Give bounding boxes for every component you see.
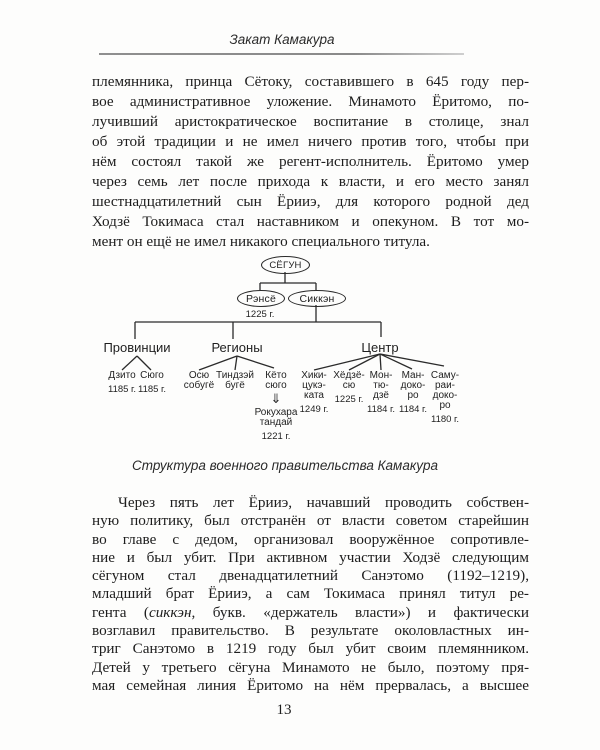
node-mandokoro: Ман- доко- ро 1184 г. (398, 370, 427, 416)
rensho-date: 1225 г. (245, 309, 275, 320)
shikken-node: Сиккэн (288, 290, 346, 307)
header-rule (99, 53, 464, 55)
branch-center: Центр (361, 340, 399, 355)
text-line: триг Санэтомо в 1219 году был убит своим… (92, 640, 529, 658)
text-line: гента (сиккэн, букв. «держатель власти»)… (92, 603, 529, 621)
node-montyudzyo: Мон- тю- дзё 1184 г. (366, 370, 395, 416)
text-line: нём состоял такой же регент-исполнитель.… (92, 153, 529, 170)
rensho-node: Рэнсё (237, 290, 285, 307)
diagram-connector-lines (121, 272, 445, 371)
text-line: младший брат Ёрииэ, а сам Токимаса приня… (92, 585, 529, 603)
text-line: вое административное уложение. Минамото … (92, 93, 529, 110)
paragraph-1: племянника, принца Сётоку, составившего … (92, 72, 529, 252)
text-line: Через пять лет Ёрииэ, начавший проводить… (118, 494, 529, 511)
text-line: ние и был убит. При активном участии Ход… (92, 548, 529, 566)
text-line: во главе с дедом, организовал вооружённо… (92, 530, 529, 548)
text-line: возглавил правительство. В результате ок… (92, 622, 529, 640)
node-kyoto-syugo: Кёто сюго ⇓ Рокухара тандай 1221 г. (250, 371, 302, 443)
text-line: лучивший аристократическое воспитание в … (92, 113, 529, 130)
double-down-arrow-icon: ⇓ (270, 391, 282, 406)
branch-provinces: Провинции (103, 340, 171, 355)
node-dzito: Дзито 1185 г. (107, 370, 136, 396)
diagram-caption: Структура военного правительства Камакур… (132, 458, 438, 473)
text-line: сёгуном стал двенадцатилетний Санэтомо (… (92, 567, 529, 585)
paragraph-2: Через пять лет Ёрииэ, начавший проводить… (92, 494, 529, 695)
node-samuraidokoro: Саму- раи- доко- ро 1180 г. (430, 370, 460, 426)
government-structure-diagram: СЁГУН Рэнсё Сиккэн 1225 г. Провинции Рег… (85, 252, 545, 452)
text-line: Детей у третьего сёгуна Минамото не было… (92, 658, 529, 676)
text-line: Ходзё Токимаса стал наставником и опекун… (92, 213, 529, 230)
shogun-node: СЁГУН (261, 256, 310, 274)
text-line: племянника, принца Сётоку, составившего … (92, 73, 529, 90)
node-tindzei-bugyo: Тиндзэй бугё (216, 370, 254, 391)
text-line: через семь лет после прихода к власти, и… (92, 173, 529, 190)
node-hikitsuke-kata: Хики- цукэ- ката 1249 г. (299, 370, 329, 416)
branch-regions: Регионы (211, 340, 263, 355)
node-hyodzyo-syu: Хёдзё- сю 1225 г. (333, 370, 365, 406)
text-line: ную политику, был отстранён от власти со… (92, 512, 529, 530)
text-line: мая семейная линия Ёритомо на нём прерва… (92, 676, 529, 694)
node-syugo: Сюго 1185 г. (137, 370, 166, 396)
text-line: шестнадцатилетний сын Ёрииэ, для которог… (92, 193, 529, 210)
text-line: об этой традиции и не имел ничего против… (92, 133, 529, 150)
node-osyu-sobugyo: Осю собугё (183, 370, 215, 391)
text-line: мент он ещё не имел никакого специальног… (92, 233, 430, 250)
running-header: Закат Камакура (229, 32, 335, 47)
node-rokuhara-tandai: Рокухара тандай (254, 407, 298, 428)
page-number: 13 (276, 702, 292, 718)
